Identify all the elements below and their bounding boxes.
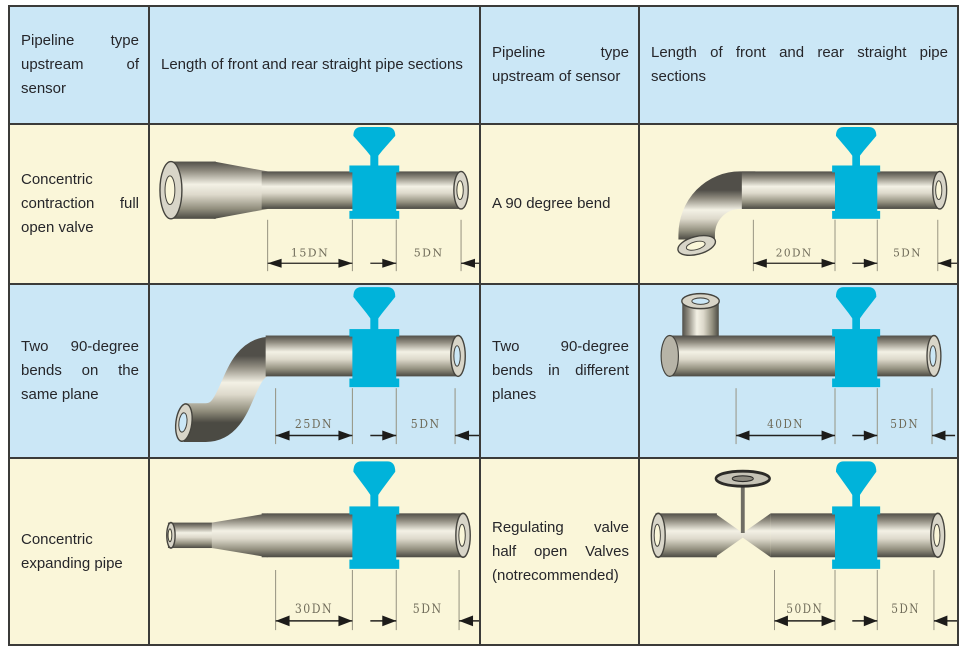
- sbend-diagram-svg: 25DN 5DN: [174, 287, 479, 445]
- header-pipeline-type-left: Pipeline type upstream of sensor: [10, 7, 148, 123]
- svg-text:5DN: 5DN: [411, 417, 441, 432]
- expansion-diagram-svg: 30DN 5DN: [166, 461, 479, 631]
- svg-text:15DN: 15DN: [291, 246, 329, 259]
- label-concentric-contraction: Concentric contraction full open valve: [10, 125, 148, 283]
- svg-text:5DN: 5DN: [890, 417, 919, 431]
- label-two-bends-same-plane: Two 90-degree bends on the same plane: [10, 285, 148, 457]
- svg-text:5DN: 5DN: [893, 246, 922, 259]
- svg-text:50DN: 50DN: [786, 601, 823, 616]
- label-regulating-valve: Regulating valve half open Valves (notre…: [481, 459, 638, 644]
- svg-text:30DN: 30DN: [295, 601, 333, 616]
- svg-text:5DN: 5DN: [891, 601, 920, 616]
- svg-text:40DN: 40DN: [767, 417, 804, 431]
- label-concentric-expanding-pipe: Concentric expanding pipe: [10, 459, 148, 644]
- diagram-regulating-valve: 50DN 5DN: [640, 459, 957, 644]
- header-straight-length-right: Length of front and rear straight pipe s…: [640, 7, 957, 123]
- svg-text:5DN: 5DN: [414, 246, 444, 259]
- valve-diagram-svg: 50DN 5DN: [650, 461, 957, 631]
- header-straight-length-left: Length of front and rear straight pipe s…: [150, 7, 479, 123]
- svg-text:20DN: 20DN: [776, 246, 813, 259]
- diagram-two-bends-different-planes: 40DN 5DN: [640, 285, 957, 457]
- header-pipeline-type-right: Pipeline type upstream of sensor: [481, 7, 638, 123]
- diagram-two-bends-same-plane: 25DN 5DN: [150, 285, 479, 457]
- stub-diagram-svg: 40DN 5DN: [660, 287, 956, 445]
- svg-text:5DN: 5DN: [413, 601, 443, 616]
- label-two-bends-different-planes: Two 90-degree bends in different planes: [481, 285, 638, 457]
- pipe-requirements-table: Pipeline type upstream of sensor Length …: [8, 5, 959, 646]
- svg-text:25DN: 25DN: [295, 417, 333, 432]
- diagram-90-degree-bend: 20DN 5DN: [640, 125, 957, 283]
- label-90-degree-bend: A 90 degree bend: [481, 125, 638, 283]
- elbow-diagram-svg: 20DN 5DN: [677, 126, 957, 272]
- contraction-diagram-svg: 15DN 5DN: [159, 126, 479, 272]
- diagram-concentric-contraction: 15DN 5DN: [150, 125, 479, 283]
- diagram-concentric-expanding-pipe: 30DN 5DN: [150, 459, 479, 644]
